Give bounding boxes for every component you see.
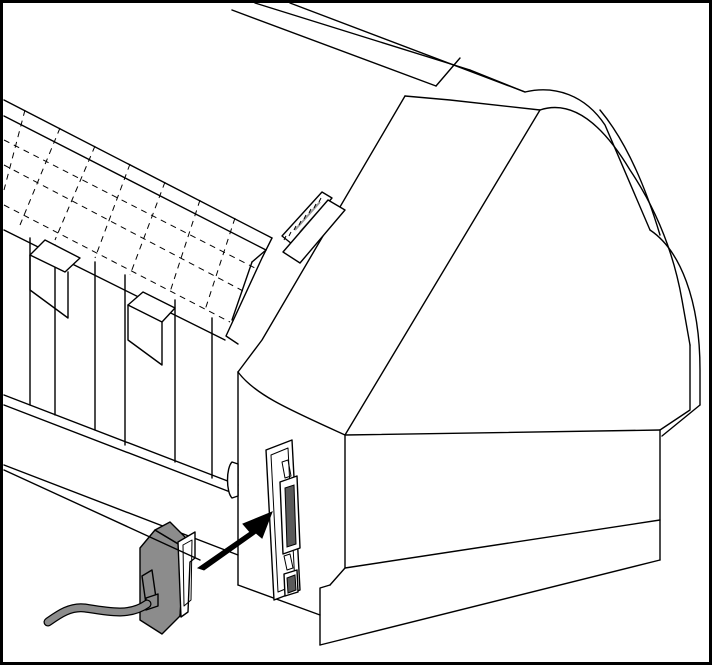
serial-port-icon bbox=[283, 569, 299, 597]
insertion-arrow bbox=[196, 511, 273, 571]
printer-top-cover bbox=[231, 2, 701, 437]
continuous-paper-sheet bbox=[3, 109, 256, 323]
paper-tractor-unit bbox=[3, 99, 273, 556]
floor-edge-line bbox=[3, 469, 201, 561]
parallel-port-icon bbox=[279, 459, 301, 571]
paper-scale-ruler bbox=[281, 191, 346, 264]
interface-cable bbox=[43, 599, 152, 627]
interface-cable-connector bbox=[139, 521, 196, 635]
printer-side-panel bbox=[237, 95, 661, 646]
